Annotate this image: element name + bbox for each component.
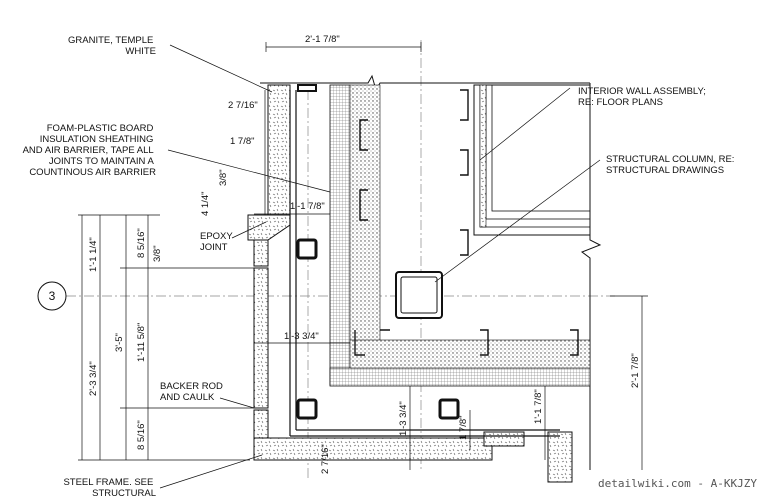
dim-2-7-16-bot: 2 7/16" — [320, 444, 331, 474]
steel-studs — [354, 89, 579, 356]
note-insulation: FOAM-PLASTIC BOARD INSULATION SHEATHING … — [23, 123, 157, 178]
note-column: STRUCTURAL COLUMN, RE: STRUCTURAL DRAWIN… — [606, 154, 737, 176]
top-break-line — [260, 74, 590, 92]
grid-bubble-label: 3 — [49, 289, 56, 303]
dim-1-1-1-4: 1'-1 1/4" — [88, 237, 99, 272]
watermark: detailwiki.com - A-KKJZY — [598, 477, 757, 490]
note-steel: STEEL FRAME. SEE STRUCTURAL — [63, 477, 156, 499]
interior-wall-assembly — [473, 84, 591, 236]
dim-top-overall: 2'-1 7/8" — [305, 34, 340, 45]
dim-4-1-4: 4 1/4" — [200, 191, 211, 216]
insulation-sheathing — [329, 84, 591, 387]
dim-3-8-top: 3/8" — [218, 169, 229, 186]
right-break-line — [580, 83, 602, 470]
dim-2-7-16-top: 2 7/16" — [228, 100, 258, 111]
tube-posts-small — [297, 84, 317, 92]
note-epoxy: EPOXY JOINT — [200, 231, 235, 253]
dim-3-5: 3'-5" — [114, 333, 125, 352]
note-backer: BACKER ROD AND CAULK — [160, 381, 225, 403]
tube-posts — [296, 238, 460, 420]
dimension-texts: 2'-1 7/8" 2 7/16" 1 7/8" 3/8" 4 1/4" 1'-… — [88, 34, 641, 474]
dim-2-1-7-8-right: 2'-1 7/8" — [630, 353, 641, 388]
steel-frame — [289, 90, 560, 437]
dim-8-5-16-top: 8 5/16" — [136, 228, 147, 258]
leader-lines — [159, 44, 601, 489]
dim-1-3-3-4-h: 1'-3 3/4" — [284, 331, 319, 342]
dimension-lines — [78, 42, 648, 470]
structural-column — [395, 271, 443, 319]
dim-1-7-8-top: 1 7/8" — [230, 136, 255, 147]
dim-1-3-3-4-v: 1'-3 3/4" — [398, 401, 409, 436]
notes: GRANITE, TEMPLE WHITE FOAM-PLASTIC BOARD… — [23, 35, 737, 499]
dim-1-7-8-bot: 1 7/8" — [458, 415, 469, 440]
grid-bubble: 3 — [37, 281, 67, 311]
dim-3-8-mid: 3/8" — [152, 245, 163, 262]
note-granite: GRANITE, TEMPLE WHITE — [68, 35, 156, 57]
dim-2-3-3-4: 2'-3 3/4" — [88, 361, 99, 396]
dim-8-5-16-bot: 8 5/16" — [136, 420, 147, 450]
note-interior: INTERIOR WALL ASSEMBLY; RE: FLOOR PLANS — [578, 86, 708, 108]
dim-1-11-5-8: 1'-11 5/8" — [136, 323, 147, 362]
dim-1-1-7-8: 1'-1 7/8" — [290, 201, 325, 212]
dim-1-1-7-8-v: 1'-1 7/8" — [533, 389, 544, 424]
concrete-fill — [349, 84, 591, 369]
